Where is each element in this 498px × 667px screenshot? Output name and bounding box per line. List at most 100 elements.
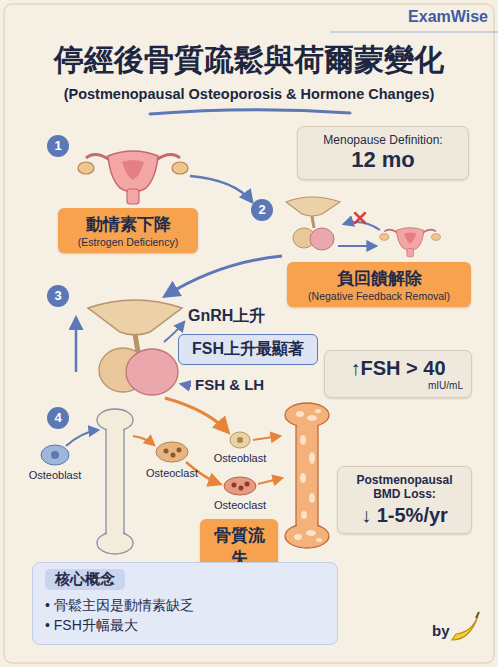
- hormone-label: GnRH上升: [188, 306, 265, 327]
- pituitary-icon: [312, 216, 314, 228]
- diagram-title: 停經後骨質疏鬆與荷爾蒙變化: [0, 40, 498, 81]
- osteoblast-cell: [237, 437, 243, 443]
- box-text: Postmenopausal BMD Loss:: [346, 473, 463, 502]
- porous-bone: [315, 409, 321, 413]
- pituitary-icon: [88, 300, 182, 335]
- blocked-mark: [355, 213, 365, 223]
- pituitary-icon: [286, 197, 340, 250]
- box-text: 12 mo: [306, 147, 460, 173]
- orange-box: 負回饋解除(Negative Feedback Removal): [287, 262, 471, 307]
- up-arrow: [75, 318, 78, 372]
- page-frame: [4, 4, 494, 663]
- banana-icon: [476, 612, 479, 618]
- banana-icon: [452, 616, 478, 640]
- osteoclast-cell: [164, 449, 169, 454]
- concept-box: 核心概念 • 骨鬆主因是動情素缺乏• FSH升幅最大: [32, 562, 338, 645]
- pituitary-icon: [88, 300, 182, 395]
- box-text: 動情素下降: [64, 213, 192, 236]
- porous-bone: [300, 473, 306, 483]
- porous-bone: [309, 493, 315, 503]
- box-text: mIU/mL: [333, 380, 463, 391]
- callout-number: 4: [47, 407, 69, 429]
- uterus-icon: [78, 151, 188, 204]
- box-text: (Estrogen Deficiency): [64, 236, 192, 248]
- box-text: ↑FSH > 40: [333, 357, 463, 380]
- porous-bone: [307, 415, 317, 421]
- osteoclast-cell: [239, 486, 244, 491]
- pituitary-icon: [135, 334, 138, 352]
- cell-label: Osteoclast: [214, 499, 266, 511]
- porous-bone: [296, 418, 318, 534]
- hormone-label: FSH & LH: [195, 376, 264, 393]
- healthy-bone: [106, 422, 124, 542]
- porous-bone: [306, 530, 316, 536]
- healthy-bone: [107, 426, 123, 538]
- flow-arrow: [165, 256, 282, 296]
- porous-bone: [301, 511, 307, 519]
- credit: by: [432, 622, 450, 639]
- banana-icon: [452, 612, 479, 640]
- blocked-mark: [355, 213, 365, 223]
- osteoblast-cell: [41, 445, 69, 465]
- osteoclast-cell: [156, 442, 188, 462]
- info-box: ↑FSH > 40mIU/mL: [324, 350, 472, 398]
- healthy-bone: [97, 409, 133, 554]
- osteoclast-cell: [156, 442, 188, 462]
- box-text: 負回饋解除: [293, 267, 465, 290]
- osteoblast-cell: [230, 432, 250, 448]
- porous-bone: [285, 403, 329, 548]
- callout-number: 2: [251, 199, 273, 221]
- osteoclast-cell: [177, 448, 182, 453]
- uterus-icon: [78, 151, 188, 204]
- osteoblast-cell: [51, 451, 59, 459]
- effect-arrow: [165, 398, 228, 432]
- box-text: FSH上升最顯著: [185, 339, 311, 360]
- flow-arrow: [190, 176, 252, 202]
- uterus-icon: [380, 228, 441, 257]
- porous-bone: [294, 409, 322, 542]
- cell-label: Osteoclast: [146, 467, 198, 479]
- box-text: ↓ 1-5%/yr: [346, 504, 463, 527]
- osteoclast-cell: [245, 482, 250, 487]
- porous-bone: [296, 411, 304, 417]
- orange-box: 動情素下降(Estrogen Deficiency): [58, 208, 198, 253]
- feedback-arrow: [344, 222, 380, 230]
- info-box: Postmenopausal BMD Loss:↓ 1-5%/yr: [337, 466, 472, 534]
- box-text: • FSH升幅最大: [45, 615, 325, 635]
- porous-bone: [309, 452, 315, 464]
- cell-label: Osteoblast: [214, 452, 267, 464]
- blocked-mark: [355, 213, 365, 223]
- porous-bone: [297, 422, 317, 530]
- box-text: • 骨鬆主因是動情素缺乏: [45, 595, 325, 615]
- box-text: 核心概念: [45, 569, 125, 590]
- hormone-arrow: [181, 384, 191, 386]
- pituitary-icon: [286, 197, 340, 216]
- osteoblast-cell: [41, 445, 69, 465]
- uterus-icon: [380, 228, 441, 257]
- header-rule: [330, 32, 498, 33]
- title-underline: [150, 110, 350, 114]
- callout-number: 3: [47, 285, 69, 307]
- cell-label: Osteoblast: [29, 469, 82, 481]
- cell-arrow: [253, 436, 280, 440]
- flow-arrow: [338, 245, 376, 247]
- highlight-box: FSH上升最顯著: [178, 334, 318, 365]
- box-text: (Negative Feedback Removal): [293, 290, 465, 302]
- porous-bone: [316, 538, 322, 542]
- subtitle: (Postmenopausal Osteoporosis & Hormone C…: [64, 86, 435, 102]
- osteoclast-cell: [171, 453, 176, 458]
- box-text: Menopause Definition:: [306, 133, 460, 147]
- osteoblast-cell: [230, 432, 250, 448]
- pituitary-icon: [126, 349, 178, 395]
- pituitary-icon: [310, 228, 334, 250]
- porous-bone: [294, 534, 302, 540]
- cell-arrow: [133, 436, 154, 445]
- osteoclast-cell: [224, 477, 256, 495]
- callout-number: 1: [47, 135, 69, 157]
- brand-mark: ExamWise: [408, 8, 488, 26]
- osteoclast-cell: [224, 477, 256, 495]
- cell-arrow: [66, 430, 98, 446]
- cell-arrow: [258, 478, 282, 484]
- osteoclast-cell: [232, 483, 237, 488]
